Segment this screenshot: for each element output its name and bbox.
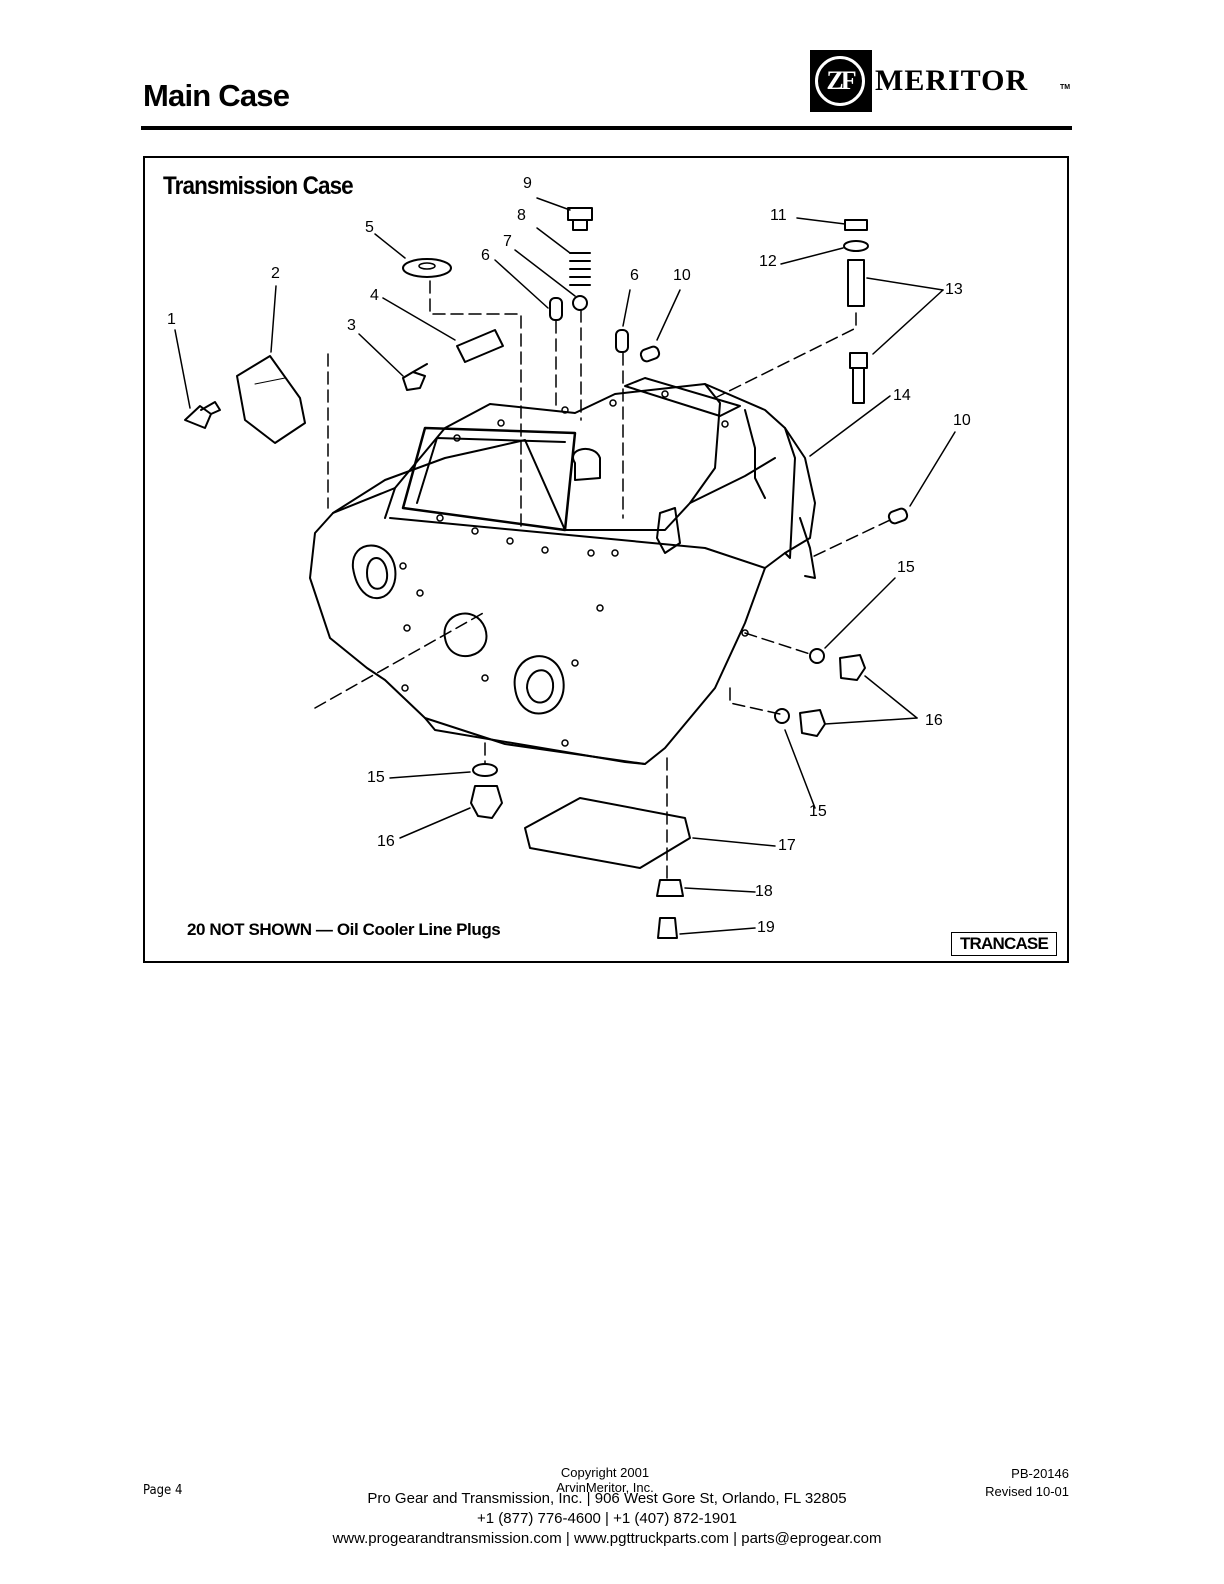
part-15-ring-c [472,763,498,777]
part-15-ring [809,648,825,664]
document-number: PB-20146 [1011,1466,1069,1481]
part-16-plug [839,654,866,681]
exploded-view-drawing [174,197,956,939]
page-title: Main Case [143,78,290,113]
part-16-plug-b [799,709,826,737]
part-1-bolt [184,401,221,429]
document-info: PB-20146 Revised 10-01 [960,1465,1069,1501]
callout-5: 5 [365,219,374,236]
callout-1: 1 [167,311,176,328]
part-13-bolt [849,352,868,404]
callout-17: 17 [778,837,796,854]
part-4-block [456,329,504,363]
dealer-phone: +1 (877) 776-4600 | +1 (407) 872-1901 [477,1510,737,1527]
copyright-block: Copyright 2001 ArvinMeritor, Inc. [500,1465,710,1495]
case-body [309,383,816,765]
callout-15b: 15 [367,769,385,786]
part-9-plug [567,207,593,231]
figure-title: Transmission Case [163,172,354,200]
part-3-screw [402,363,428,391]
callout-7: 7 [503,233,512,250]
callout-14: 14 [893,387,911,404]
part-10-sleeve-b [887,507,909,525]
copyright-line: Copyright 2001 [560,1465,650,1480]
part-5-washer [402,258,452,278]
figure-note: 20 NOT SHOWN — Oil Cooler Line Plugs [187,920,501,939]
callout-3: 3 [347,317,356,334]
dealer-web: www.progearandtransmission.com | www.pgt… [332,1530,882,1547]
callout-9: 9 [523,175,532,192]
figure-tag: TRANCASE [951,932,1057,956]
callout-8: 8 [517,207,526,224]
part-11-nut [844,219,868,231]
callout-19: 19 [757,919,775,936]
callout-15c: 15 [809,803,827,820]
part-7-ball [572,295,588,311]
part-13-stud [847,259,865,307]
part-2-cover [236,355,306,444]
logo-mark-box: ZF [810,50,872,112]
callout-13: 13 [945,281,963,298]
dealer-address: Pro Gear and Transmission, Inc. | 906 We… [367,1490,847,1507]
callout-16: 16 [925,712,943,729]
company-line: ArvinMeritor, Inc. [556,1480,654,1495]
callout-10b: 10 [953,412,971,429]
callout-10: 10 [673,267,691,284]
callout-15: 15 [897,559,915,576]
part-6-dowel-b [615,329,629,353]
part-12-washer [843,240,869,252]
logo-zf-mark: ZF [815,56,865,106]
part-19-plug [657,917,678,939]
callout-11: 11 [770,207,787,224]
part-18-washer [656,879,684,897]
callout-2: 2 [271,265,280,282]
transmission-case-figure: Transmission Case 1 2 3 4 5 6 7 8 9 6 10… [143,156,1069,963]
part-8-spring [569,252,591,286]
logo-trademark: TM [1060,84,1071,91]
zf-meritor-logo: ZF MERITOR TM [810,50,1076,114]
revision-date: Revised 10-01 [985,1484,1069,1499]
dealer-contact-block: Pro Gear and Transmission, Inc. | 906 We… [212,1489,1002,1549]
header-rule [141,126,1072,130]
part-6-dowel [549,297,563,321]
part-15-ring-b [774,708,790,724]
assembly-lines [314,280,891,879]
callout-16b: 16 [377,833,395,850]
part-16-plug-c [470,785,503,819]
callout-6b: 6 [630,267,639,284]
part-17-cover [524,797,691,869]
callout-12: 12 [759,253,777,270]
page-number: Page 4 [143,1483,183,1498]
callout-6: 6 [481,247,490,264]
leader-lines [174,197,956,935]
callout-18: 18 [755,883,773,900]
logo-wordmark: MERITOR [875,64,1029,97]
callout-4: 4 [370,287,379,304]
part-10-sleeve [639,345,661,363]
part-14-plate [624,377,741,417]
